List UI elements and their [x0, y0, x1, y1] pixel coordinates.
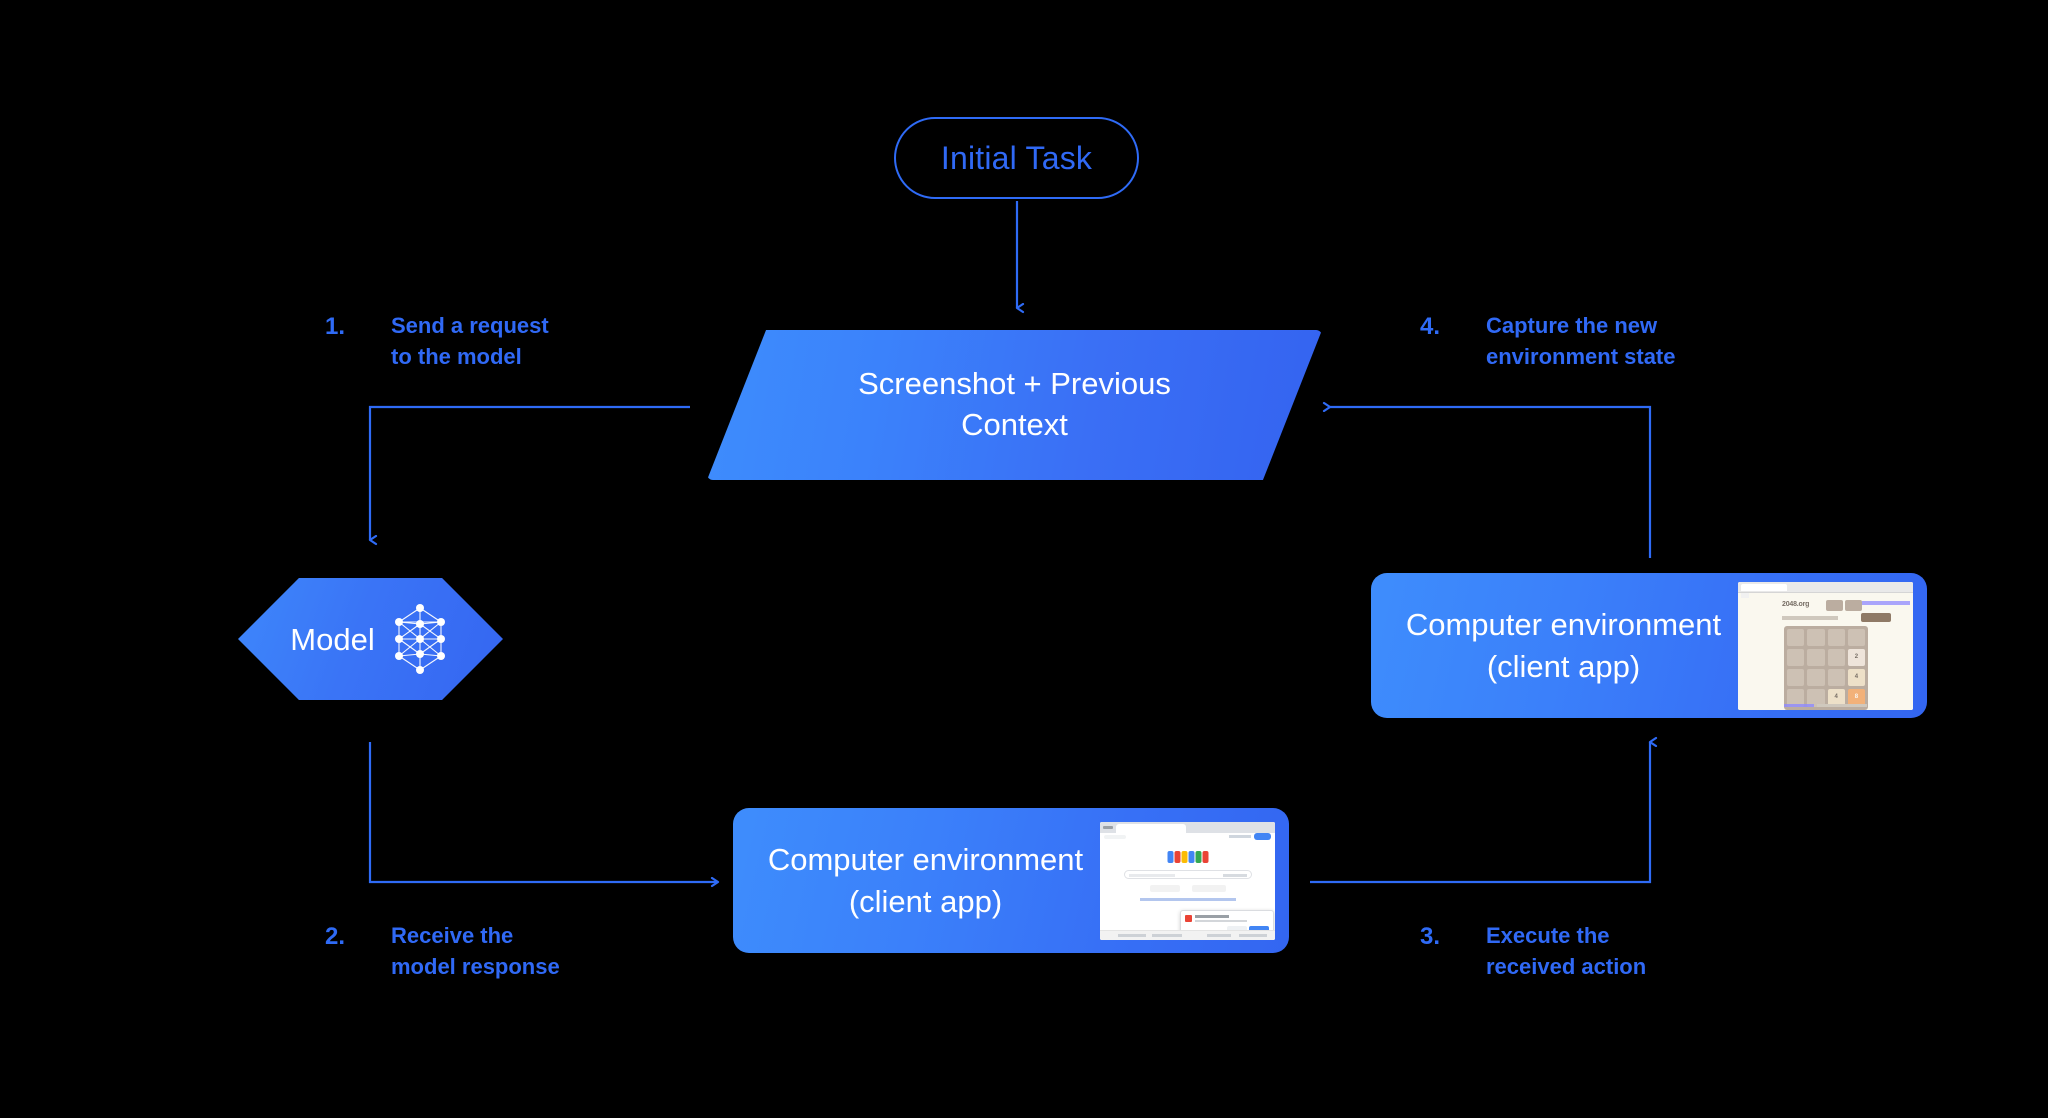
footer-text [1817, 703, 1867, 707]
address-bar [1741, 592, 1749, 598]
dialog-title [1195, 914, 1229, 918]
browser-tab [1741, 583, 1787, 591]
environment-bottom-label-line1: Computer environment [767, 841, 1084, 877]
sign-in-button [1254, 832, 1271, 840]
browser-tab-bar [1100, 821, 1275, 833]
header-links [1862, 600, 1910, 605]
step-4-text: Capture the new environment state [1486, 310, 1676, 372]
environment-bottom-label-line2: (client app) [848, 883, 1003, 919]
lucky-button [1192, 884, 1226, 892]
address-bar [1104, 834, 1126, 839]
initial-task-node[interactable]: Initial Task [894, 117, 1139, 199]
search-box [1124, 869, 1252, 879]
context-node-shape [707, 330, 1322, 480]
language-links [1140, 897, 1236, 901]
context-node[interactable]: Screenshot + Previous Context [707, 330, 1322, 480]
model-node-label: Model [290, 621, 375, 657]
step-1-number: 1. [325, 313, 346, 340]
dialog-icon [1185, 914, 1192, 922]
site-title: 2048.org [1782, 600, 1810, 608]
neural-network-icon [394, 604, 445, 674]
browser-tab-bar [1738, 581, 1913, 593]
google-logo-icon [1167, 850, 1208, 863]
step-4-line1: Capture the new [1486, 313, 1658, 338]
step-1-text: Send a request to the model [391, 310, 549, 372]
environment-right-label-line1: Computer environment [1405, 606, 1722, 642]
window-controls-icon [1103, 825, 1113, 829]
model-node-shape [238, 578, 503, 700]
header-links [1229, 834, 1251, 838]
dialog-body [1195, 919, 1247, 922]
environment-node-right[interactable]: Computer environment (client app) 2048.o… [1371, 573, 1927, 718]
step-2-text: Receive the model response [391, 920, 560, 982]
step-1-line2: to the model [391, 344, 522, 370]
step-4-line2: environment state [1486, 344, 1676, 370]
connector-model-to-env-bottom [368, 742, 718, 882]
step-3-number: 3. [1420, 923, 1441, 950]
model-node[interactable]: Model [238, 578, 503, 700]
step-1-caption: 1. Send a request to the model [325, 310, 549, 372]
step-3-line2: received action [1486, 954, 1647, 980]
step-2-caption: 2. Receive the model response [325, 920, 560, 982]
environment-right-label: Computer environment (client app) [1371, 604, 1738, 687]
best-score-box [1845, 599, 1862, 611]
google-search-thumbnail [1100, 821, 1275, 940]
environment-node-bottom[interactable]: Computer environment (client app) [733, 808, 1289, 953]
search-icons [1223, 873, 1247, 877]
new-game-button [1861, 612, 1891, 622]
environment-right-label-line2: (client app) [1486, 648, 1641, 684]
step-2-line2: model response [391, 954, 560, 980]
step-3-text: Execute the received action [1486, 920, 1646, 982]
step-3-line1: Execute the [1486, 923, 1610, 948]
footer-link [1784, 703, 1814, 707]
search-placeholder [1129, 873, 1175, 877]
connector-env-right-to-context [1330, 407, 1652, 558]
context-node-label-line1: Screenshot + Previous [858, 366, 1171, 402]
instructions-text [1782, 615, 1838, 620]
step-2-line1: Receive the [391, 923, 514, 948]
step-3-caption: 3. Execute the received action [1420, 920, 1646, 982]
step-4-caption: 4. Capture the new environment state [1420, 310, 1676, 372]
step-4-number: 4. [1420, 313, 1441, 340]
context-node-label-line2: Context [961, 407, 1068, 442]
context-node-label: Screenshot + Previous Context [707, 330, 1322, 480]
initial-task-label: Initial Task [940, 139, 1093, 176]
score-box [1826, 599, 1843, 611]
dialog-confirm-button [1249, 925, 1269, 932]
dialog-cancel-button [1227, 925, 1247, 932]
step-2-number: 2. [325, 923, 346, 950]
browser-tab [1116, 823, 1186, 833]
connector-env-bottom-to-env-right [1310, 742, 1650, 884]
page-footer [1100, 929, 1275, 940]
connector-context-to-model [368, 405, 690, 540]
search-button [1150, 884, 1180, 892]
step-1-line1: Send a request [391, 313, 549, 338]
environment-bottom-label: Computer environment (client app) [733, 839, 1100, 922]
